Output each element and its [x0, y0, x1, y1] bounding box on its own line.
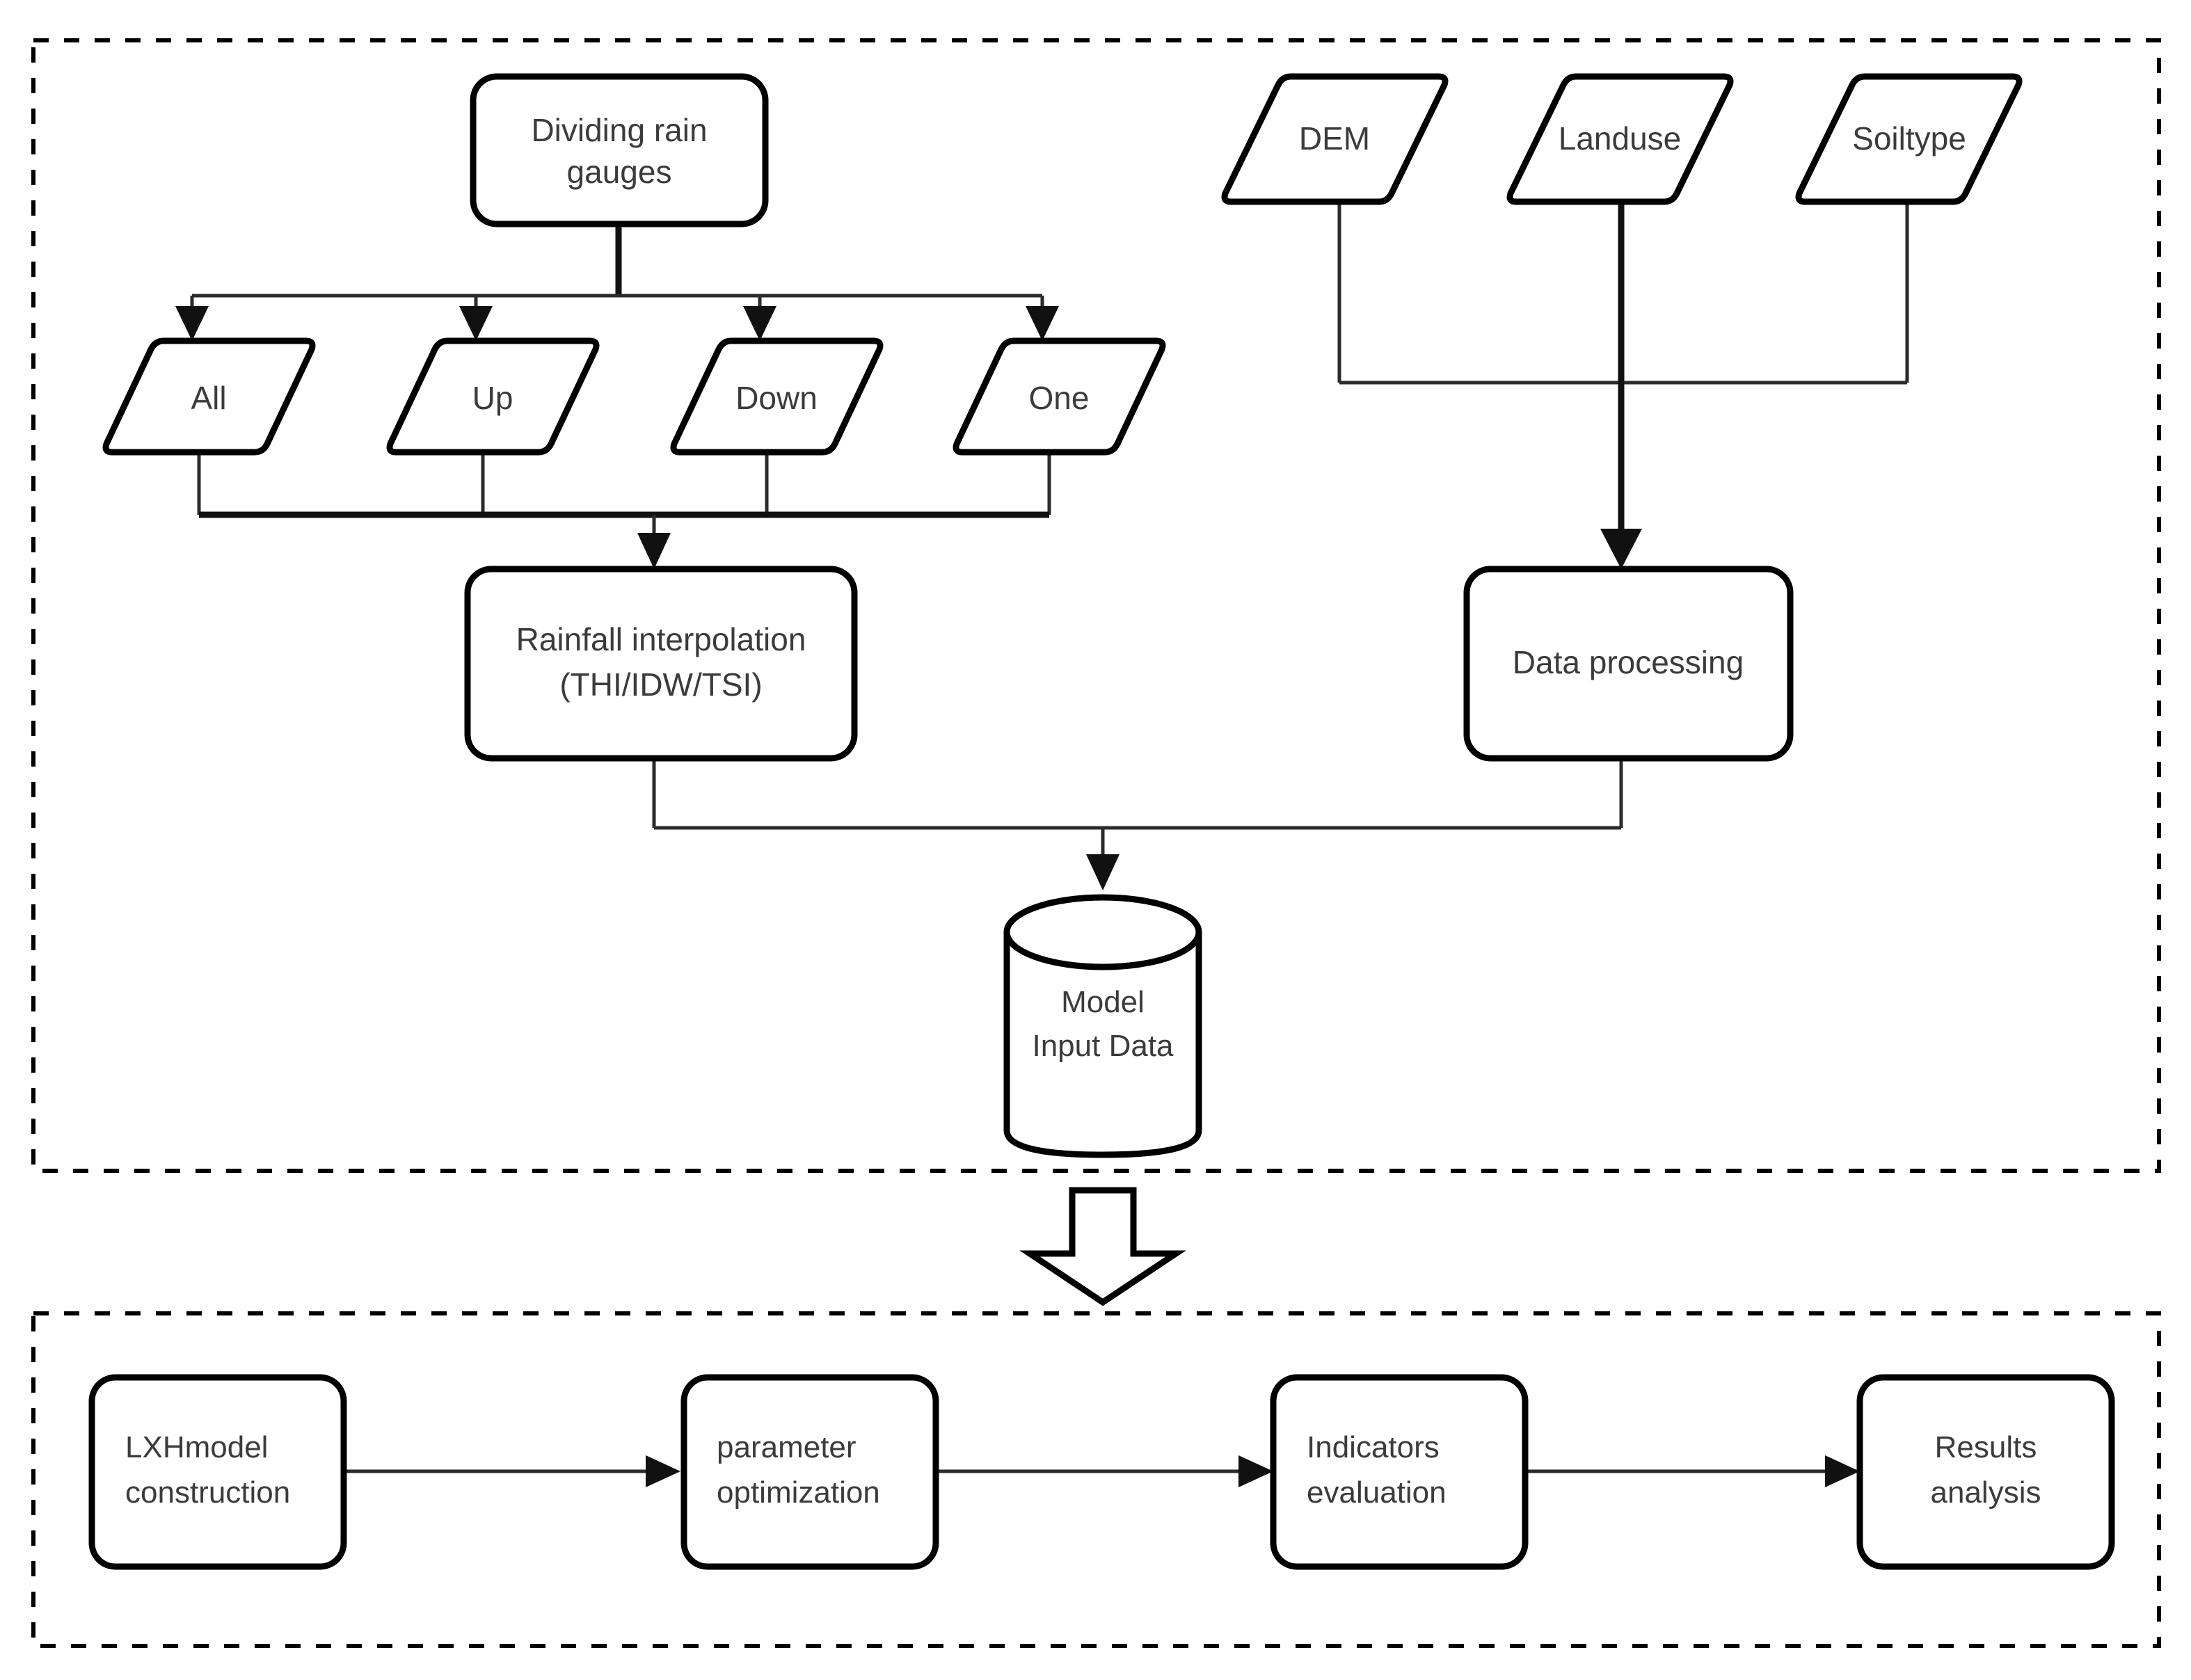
- node-landuse[interactable]: Landuse: [1506, 73, 1734, 205]
- node-data-processing[interactable]: Data processing: [1463, 566, 1794, 762]
- node-model-input-data[interactable]: Model Input Data: [1003, 894, 1202, 1158]
- section-modelling: [31, 1311, 2161, 1648]
- node-label-model-line2: Input Data: [1032, 1029, 1174, 1063]
- node-label-up: Up: [472, 380, 513, 416]
- node-results-analysis[interactable]: Results analysis: [1856, 1374, 2115, 1570]
- node-parameter-optimization[interactable]: parameter optimization: [680, 1374, 939, 1570]
- node-dividing-rain-gauges[interactable]: Dividing rain gauges: [470, 73, 769, 227]
- node-label-down: Down: [735, 380, 818, 416]
- node-label-param-line2: optimization: [717, 1475, 880, 1510]
- node-label-lxh-line1: LXHmodel: [125, 1430, 268, 1464]
- node-label-dem: DEM: [1299, 120, 1370, 157]
- node-label-line1: Dividing rain: [531, 112, 707, 148]
- node-down[interactable]: Down: [670, 337, 884, 456]
- node-label-all: All: [191, 380, 226, 416]
- node-dem[interactable]: DEM: [1221, 73, 1449, 205]
- node-label-soiltype: Soiltype: [1852, 120, 1966, 157]
- edge-to-model-input-data: [652, 758, 1623, 890]
- node-up[interactable]: Up: [386, 337, 600, 456]
- edge-datasources-to-processing: [1337, 202, 1909, 569]
- edge-bottom-chain: [343, 1455, 1860, 1487]
- node-label-results-line1: Results: [1935, 1430, 2037, 1464]
- node-label-landuse: Landuse: [1559, 120, 1682, 157]
- node-lxhmodel-construction[interactable]: LXHmodel construction: [88, 1374, 347, 1570]
- node-label-one: One: [1029, 380, 1090, 416]
- node-label-rainfall-line2: (THI/IDW/TSI): [559, 666, 762, 703]
- node-label-model-line1: Model: [1061, 985, 1145, 1019]
- node-soiltype[interactable]: Soiltype: [1795, 73, 2023, 205]
- node-one[interactable]: One: [953, 337, 1166, 456]
- edge-options-to-rainfall: [197, 452, 1051, 569]
- node-label-param-line1: parameter: [717, 1430, 857, 1464]
- section-transition-arrow: [1019, 1187, 1186, 1306]
- node-label-indic-line1: Indicators: [1307, 1430, 1440, 1464]
- node-label-indic-line2: evaluation: [1307, 1475, 1447, 1510]
- node-label-results-line2: analysis: [1931, 1475, 2041, 1510]
- section-data-preparation: [31, 38, 2161, 1173]
- node-rainfall-interpolation[interactable]: Rainfall interpolation (THI/IDW/TSI): [464, 566, 858, 762]
- node-label-rainfall-line1: Rainfall interpolation: [516, 621, 806, 657]
- node-all[interactable]: All: [102, 337, 316, 456]
- edge-dividing-to-options: [175, 224, 1059, 341]
- node-label-lxh-line2: construction: [125, 1475, 290, 1510]
- node-indicators-evaluation[interactable]: Indicators evaluation: [1270, 1374, 1529, 1570]
- node-label-line2: gauges: [567, 154, 672, 190]
- node-label-data-processing: Data processing: [1513, 644, 1744, 680]
